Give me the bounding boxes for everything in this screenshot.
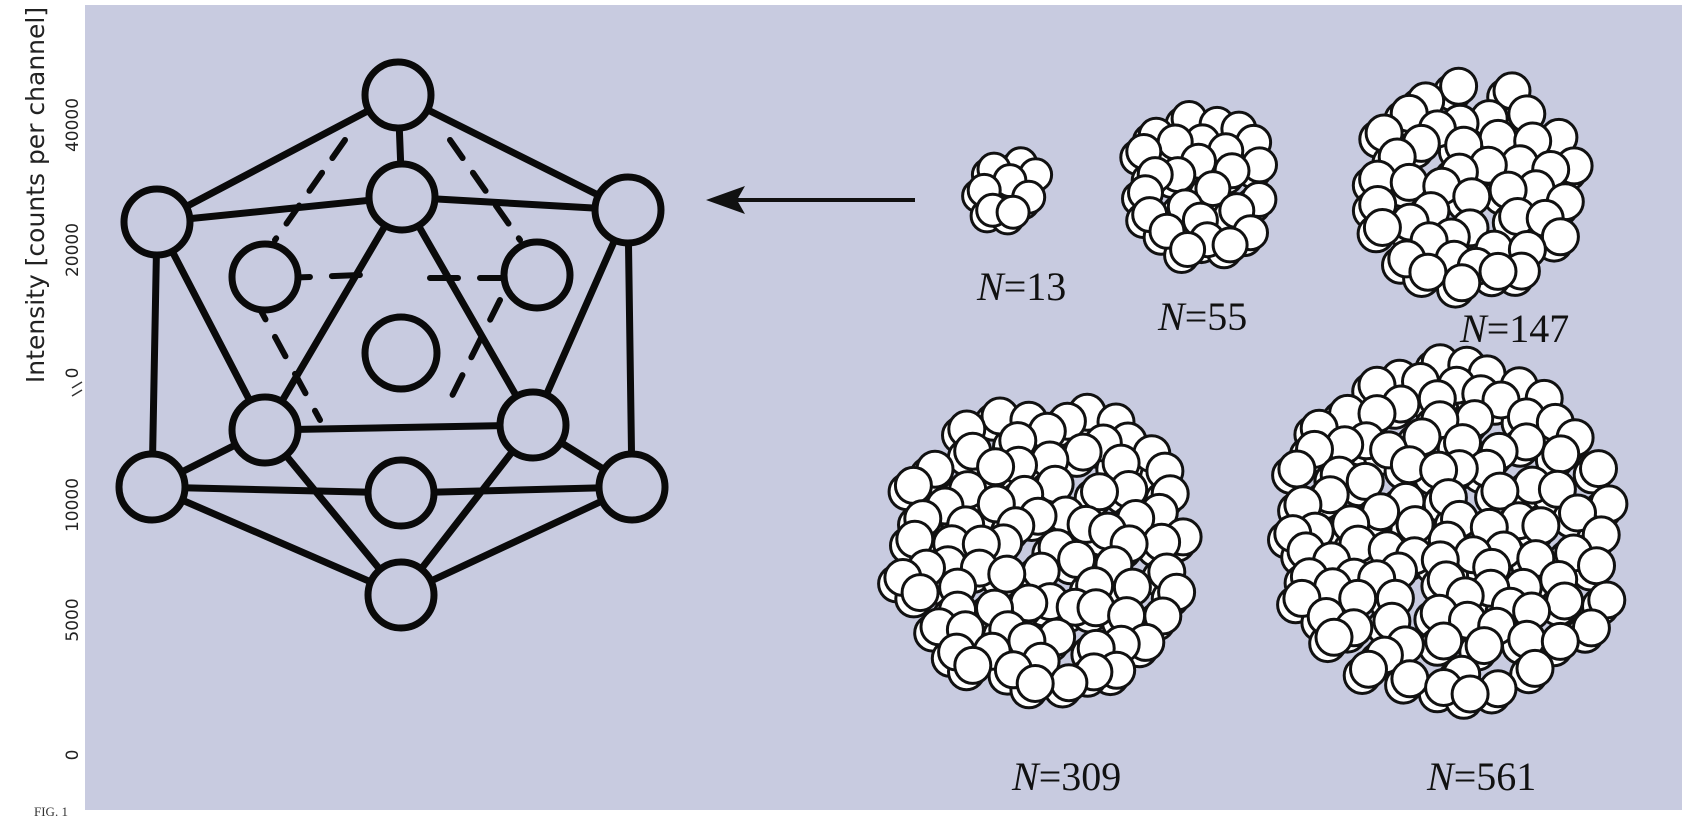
atom [1410,254,1446,290]
atom [902,575,938,611]
atom [1279,451,1315,487]
side-axis: Intensity [counts per channel] 40000 200… [21,7,83,761]
axis-tick-0-upper: 0 [63,368,83,379]
atom [1017,666,1053,702]
atom [1364,210,1400,246]
axis-tick-0-lower: 0 [63,750,83,761]
atom [1426,623,1462,659]
atom [1523,508,1559,544]
axis-tick-20000: 20000 [63,223,83,277]
atom [1480,253,1516,289]
axis-tick-40000: 40000 [63,98,83,152]
atom [1171,233,1205,267]
atom [1547,583,1583,619]
atom [1579,548,1615,584]
atom [1517,650,1553,686]
cluster-label-309: N=309 [1011,754,1121,799]
atom [1392,661,1428,697]
atom [1082,474,1118,510]
atom [1065,434,1101,470]
atom [1543,436,1579,472]
atom [1581,451,1617,487]
atom [895,467,931,503]
cluster-label-147: N=147 [1459,306,1569,351]
atom [997,196,1029,228]
atom [1441,68,1477,104]
atom [1213,228,1247,262]
axis-label: Intensity [counts per channel] [21,7,50,383]
cluster-label-561: N=561 [1426,754,1536,799]
cluster-label-13: N=13 [976,264,1066,309]
atom [955,647,991,683]
axis-tick-5000: 5000 [63,598,83,641]
atom [1542,219,1578,255]
atom [1051,665,1087,701]
axis-break-mark [72,382,82,396]
atom [1444,265,1480,301]
atom [1316,619,1352,655]
atom [1351,651,1387,687]
atom [1452,676,1488,712]
figure-caption: FIG. 1 [34,804,68,819]
cluster-label-55: N=55 [1157,294,1247,339]
axis-tick-10000: 10000 [63,478,83,532]
